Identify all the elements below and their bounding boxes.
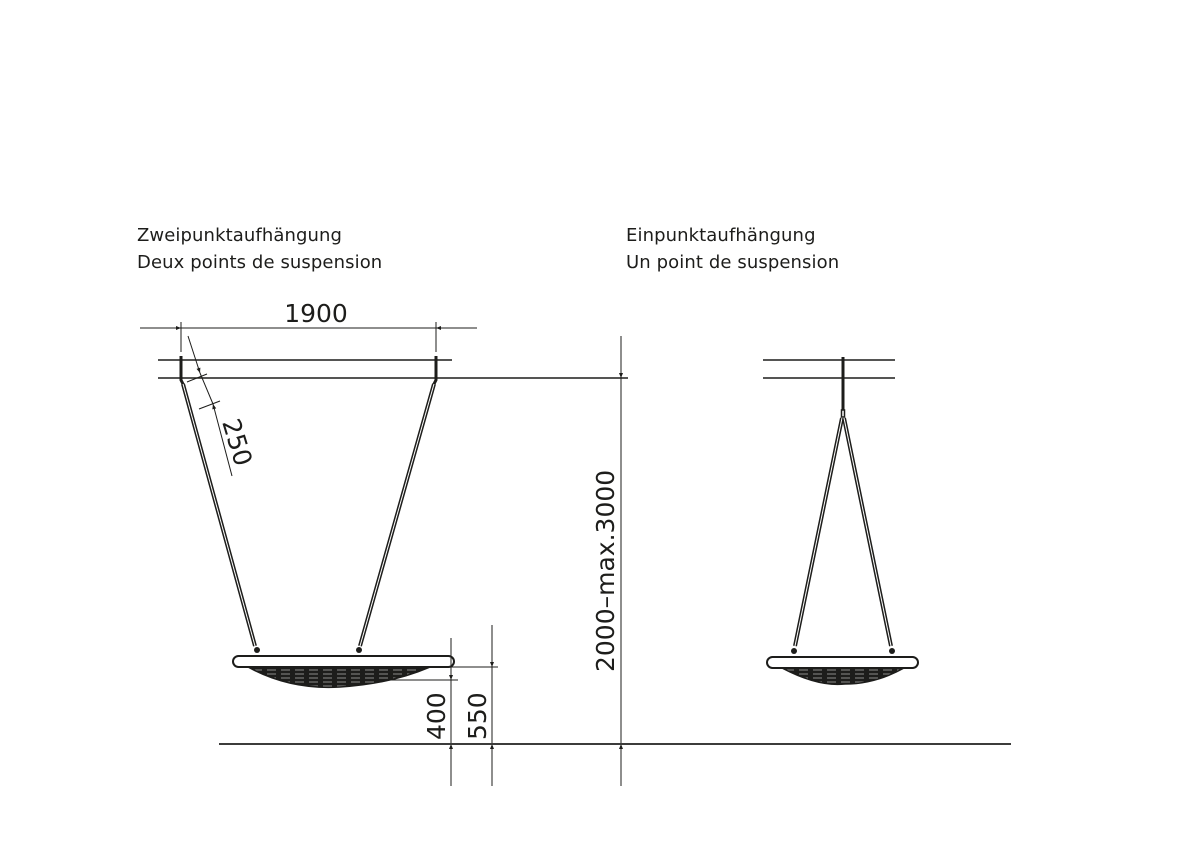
- two-point-title-fr: Deux points de suspension: [137, 252, 383, 273]
- width-dimension-label: 1900: [284, 299, 348, 328]
- right-shackle-icon: [356, 647, 362, 653]
- one-point-suspension-heading: Einpunktaufhängung Un point de suspensio…: [626, 222, 839, 276]
- beam-height-label: 2000–max.3000: [591, 470, 620, 672]
- nest-seat: [232, 655, 455, 689]
- swivel-icon: [840, 409, 846, 418]
- right-view-left-rope: [793, 417, 844, 647]
- one-point-swing: [763, 357, 919, 686]
- rope-offset-dimension: 250: [186, 335, 258, 477]
- seat-top-height-label: 550: [463, 692, 492, 740]
- right-rope: [358, 383, 436, 647]
- left-rope: [181, 383, 257, 647]
- right-view-nest-seat: [766, 656, 919, 686]
- rope-offset-label: 250: [216, 415, 258, 469]
- right-view-left-shackle-icon: [791, 648, 797, 654]
- seat-top-height-dimension: 550: [463, 625, 494, 786]
- one-point-title-fr: Un point de suspension: [626, 252, 840, 273]
- left-shackle-icon: [254, 647, 260, 653]
- right-view-right-shackle-icon: [889, 648, 895, 654]
- two-point-swing: 1900 250 400 550: [140, 299, 628, 786]
- width-dimension: 1900: [140, 299, 477, 352]
- seat-bottom-height-label: 400: [422, 692, 451, 740]
- one-point-title-de: Einpunktaufhängung: [626, 225, 816, 246]
- right-view-right-rope: [842, 417, 893, 647]
- beam-height-dimension: 2000–max.3000: [591, 336, 623, 786]
- two-point-title-de: Zweipunktaufhängung: [137, 225, 343, 246]
- seat-bottom-height-dimension: 400: [422, 638, 453, 786]
- two-point-suspension-heading: Zweipunktaufhängung Deux points de suspe…: [137, 222, 382, 276]
